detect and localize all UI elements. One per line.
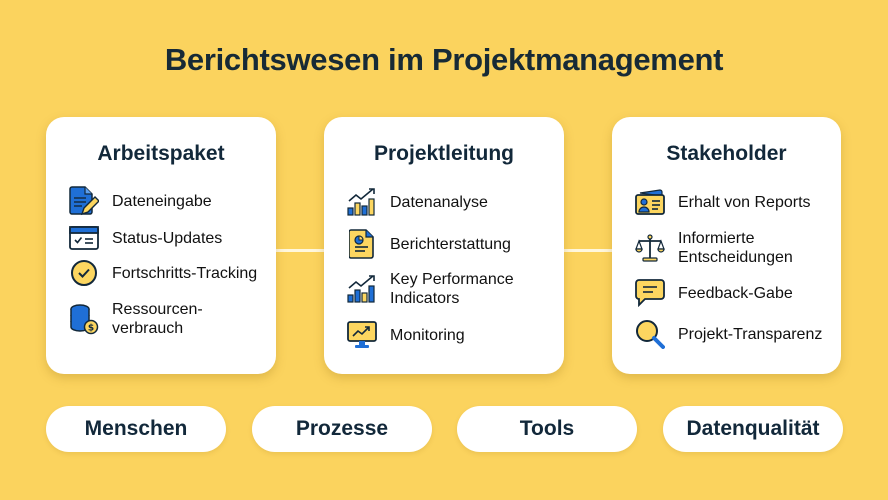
list-item-datenanalyse: Datenanalyse xyxy=(346,186,556,218)
list-item-status-updates: Status-Updates xyxy=(68,222,268,254)
item-label: Feedback-Gabe xyxy=(678,284,793,302)
document-edit-icon xyxy=(68,185,100,217)
status-window-icon xyxy=(68,222,100,254)
connector-line-2-3 xyxy=(564,249,612,252)
speech-bubble-icon xyxy=(634,277,666,309)
list-item-berichterstattung: Berichterstattung xyxy=(346,228,556,260)
item-label: Projekt-Transparenz xyxy=(678,325,823,343)
card-title: Projektleitung xyxy=(373,142,515,165)
list-item-dateneingabe: Dateneingabe xyxy=(68,185,268,217)
item-label: Ressourcen- verbrauch xyxy=(112,301,203,337)
bar-chart-trend-icon xyxy=(346,186,378,218)
item-label: Monitoring xyxy=(390,326,465,344)
list-item-ressourcenverbrauch: $ Ressourcen- verbrauch xyxy=(68,300,268,338)
item-label: Datenanalyse xyxy=(390,193,488,211)
item-label: Informierte Entscheidungen xyxy=(678,230,793,266)
list-item-monitoring: Monitoring xyxy=(346,319,556,351)
pillar-prozesse: Prozesse xyxy=(252,406,432,452)
card-arbeitspaket: Arbeitspaket Dateneingabe Status-U xyxy=(46,117,276,374)
card-stakeholder: Stakeholder Erhalt von Reports xyxy=(612,117,841,374)
item-label: Status-Updates xyxy=(112,229,223,247)
pillar-datenqualitaet: Datenqualität xyxy=(663,406,843,452)
pillar-tools: Tools xyxy=(457,406,637,452)
list-item-kpi: Key Performance Indicators xyxy=(346,270,556,308)
list-item-erhalt-von-reports: Erhalt von Reports xyxy=(634,186,833,218)
list-item-feedback-gabe: Feedback-Gabe xyxy=(634,277,833,309)
svg-text:$: $ xyxy=(88,324,94,334)
item-label: Key Performance Indicators xyxy=(390,271,514,307)
kpi-chart-icon xyxy=(346,273,378,305)
item-label: Fortschritts-Tracking xyxy=(112,264,258,282)
list-item-fortschritts-tracking: Fortschritts-Tracking xyxy=(68,257,268,289)
card-title: Arbeitspaket xyxy=(97,142,225,165)
check-circle-icon xyxy=(68,257,100,289)
item-label: Erhalt von Reports xyxy=(678,193,811,211)
card-projektleitung: Projektleitung Datenanalyse xyxy=(324,117,564,374)
scales-icon xyxy=(634,232,666,264)
pillar-menschen: Menschen xyxy=(46,406,226,452)
page-title: Berichtswesen im Projektmanagement xyxy=(164,42,724,77)
connector-line-1-2 xyxy=(276,249,324,252)
id-card-icon xyxy=(634,186,666,218)
item-label: Dateneingabe xyxy=(112,192,212,210)
item-label: Berichterstattung xyxy=(390,235,511,253)
card-title: Stakeholder xyxy=(666,142,787,165)
coins-database-icon: $ xyxy=(68,303,100,335)
list-item-projekt-transparenz: Projekt-Transparenz xyxy=(634,318,833,350)
report-document-icon xyxy=(346,228,378,260)
monitor-chart-icon xyxy=(346,319,378,351)
list-item-informierte-entscheidungen: Informierte Entscheidungen xyxy=(634,229,833,267)
magnifier-icon xyxy=(634,318,666,350)
